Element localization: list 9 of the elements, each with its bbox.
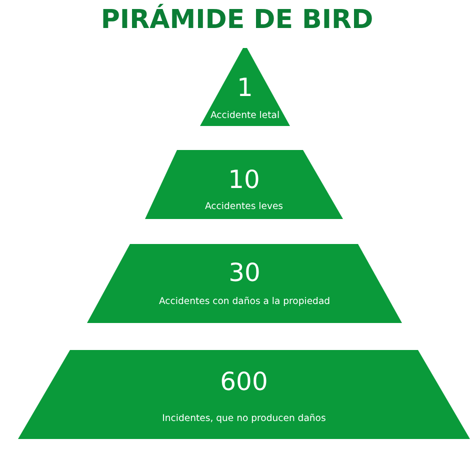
count-number: 1: [237, 74, 253, 102]
diagram-title: PIRÁMIDE DE BIRD: [100, 4, 374, 36]
count-number: 600: [220, 368, 268, 396]
tier-label: Accidentes leves: [204, 201, 284, 213]
tier-label: Accidente letal: [210, 110, 280, 122]
tier-label: Accidentes con daños a la propiedad: [158, 296, 330, 308]
tier-label: Incidentes, que no producen daños: [162, 413, 326, 425]
count-number: 10: [228, 166, 260, 194]
count-number: 30: [228, 259, 260, 287]
